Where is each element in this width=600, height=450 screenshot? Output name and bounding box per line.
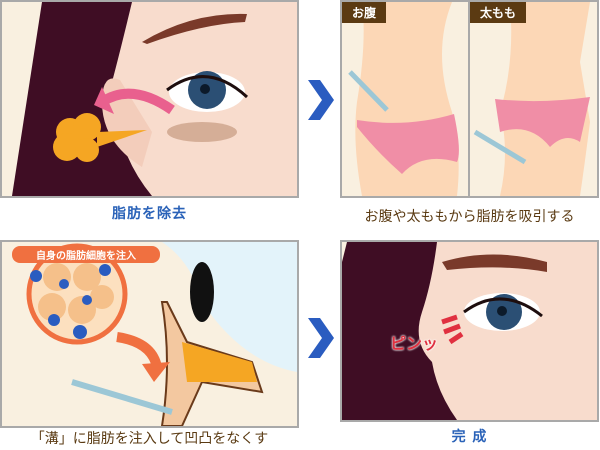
label-belly: お腹 — [342, 2, 387, 23]
face-illustration — [12, 2, 297, 196]
panel-remove-fat — [0, 0, 299, 198]
chevron-right-icon — [306, 78, 336, 122]
caption-complete: 完 成 — [451, 429, 488, 445]
effect-text: ピンッ — [390, 334, 439, 353]
caption-inject: 「溝」に脂肪を注入して凹凸をなくす — [30, 431, 269, 447]
label-thigh: 太もも — [470, 2, 527, 23]
badge-own-fat-cells: 自身の脂肪細胞を注入 — [12, 246, 160, 263]
chevron-right-icon — [306, 316, 336, 360]
panel-inject: 自身の脂肪細胞を注入 — [0, 240, 299, 428]
panel-complete: ピンッ — [340, 240, 599, 422]
caption-remove-fat: 脂肪を除去 — [112, 206, 187, 222]
panel-suction-thigh: 太もも — [468, 0, 599, 198]
panel-suction-belly: お腹 — [340, 0, 470, 198]
caption-suction: お腹や太ももから脂肪を吸引する — [364, 209, 575, 225]
